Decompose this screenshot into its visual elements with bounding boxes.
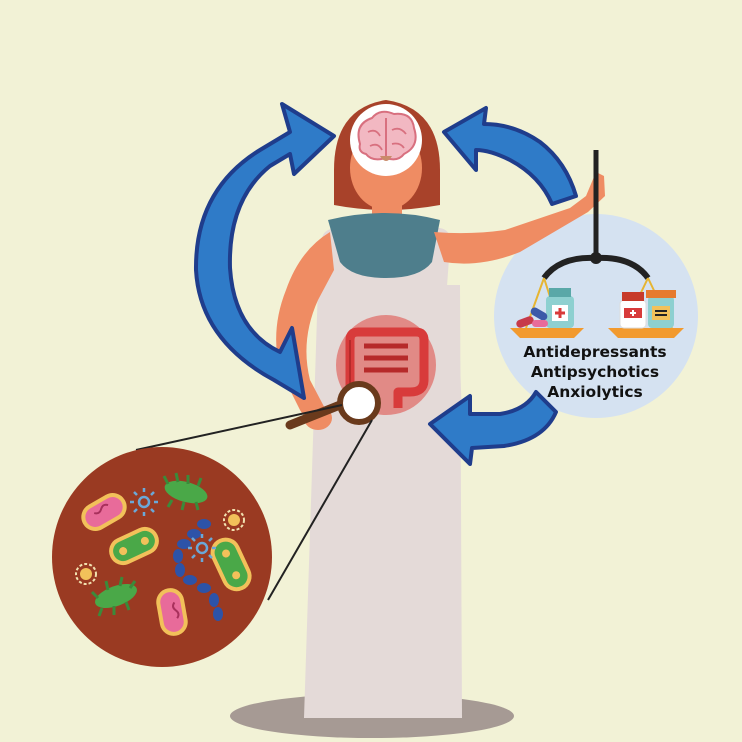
magnifying-glass-icon: [285, 381, 381, 430]
arrow-bottom-right: [428, 390, 558, 466]
pill-bottle-icon: [516, 288, 574, 328]
bacteria-icon: [81, 493, 127, 531]
label-anxiolytics: Anxiolytics: [547, 383, 643, 401]
balance-scale-icon: [510, 150, 684, 338]
bacteria-icon: [210, 537, 252, 592]
bacteria-icon: [173, 519, 223, 621]
virus-icon: [75, 563, 97, 585]
brain-icon: [350, 104, 422, 176]
arrow-left-cycle: [193, 102, 336, 400]
callout-line: [267, 419, 373, 601]
microbiome-contents: [75, 472, 252, 636]
medication-circle: [494, 214, 698, 418]
bacteria-icon: [109, 526, 159, 566]
arrow-top-right: [442, 106, 578, 206]
medication-labels: Antidepressants Antipsychotics Anxiolyti…: [500, 342, 690, 402]
bacteria-icon: [162, 472, 208, 511]
virus-icon: [188, 534, 216, 562]
pill-bottle-icon: [619, 290, 676, 329]
virus-icon: [223, 509, 245, 531]
label-antipsychotics: Antipsychotics: [530, 363, 660, 381]
virus-icon: [130, 488, 158, 516]
bacteria-icon: [90, 576, 137, 617]
label-antidepressants: Antidepressants: [523, 343, 667, 361]
bacteria-icon: [156, 588, 188, 636]
callout-line: [135, 404, 343, 451]
